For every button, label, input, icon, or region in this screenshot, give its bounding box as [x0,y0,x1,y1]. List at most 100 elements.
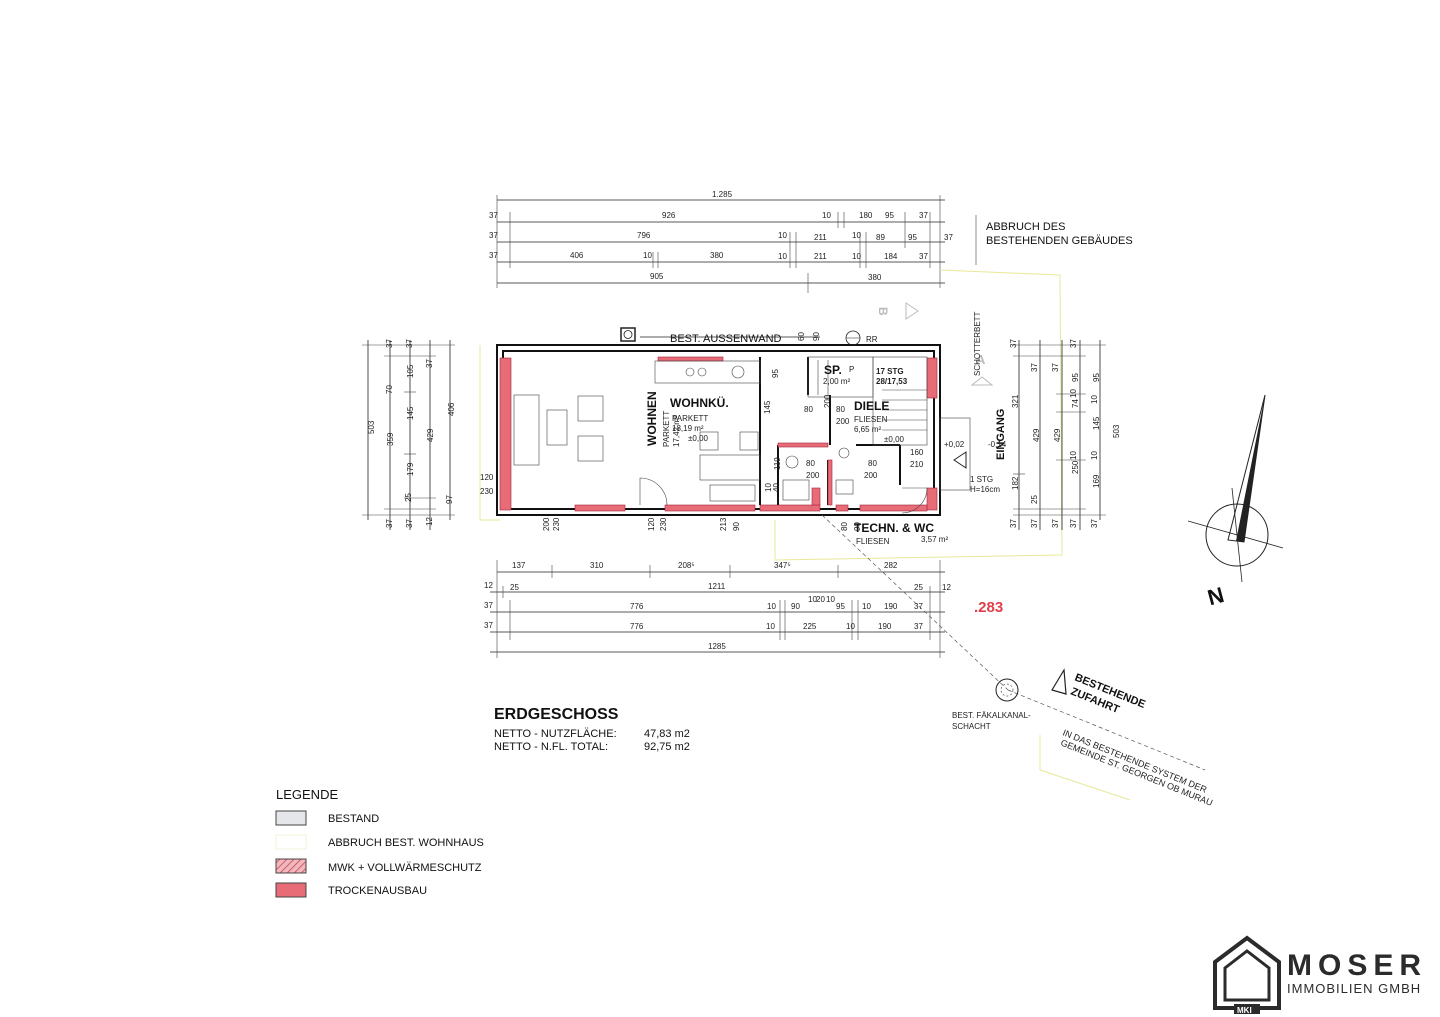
svg-text:17 STG: 17 STG [876,367,904,376]
svg-text:10: 10 [1069,451,1078,460]
legend-swatch-bestand [275,810,307,826]
demolition-note-line2: BESTEHENDEN GEBÄUDES [986,235,1133,247]
svg-text:FLIESEN: FLIESEN [856,537,890,546]
svg-text:190: 190 [878,622,892,631]
svg-text:+0,02: +0,02 [944,440,965,449]
floor-title: ERDGESCHOSS [494,706,619,723]
svg-text:90: 90 [853,522,862,531]
svg-text:1211: 1211 [708,582,726,591]
svg-text:359: 359 [386,432,395,446]
svg-text:37: 37 [489,251,498,260]
left-dimension-labels: 503 37 359 37 37 70 105 145 179 25 37 37… [367,339,456,528]
svg-text:80: 80 [868,459,877,468]
room-name-techn: TECHN. & WC [854,521,934,535]
inner-dimension-labels: 120 230 200 230 120 230 213 90 145 95 80… [480,369,924,531]
svg-text:80: 80 [806,459,815,468]
legend-title: LEGENDE [276,787,338,802]
svg-text:184: 184 [884,252,898,261]
existing-access: BESTEHENDE ZUFAHRT [1051,668,1147,716]
room-name-sp: SP. [824,363,842,377]
svg-text:120: 120 [480,473,494,482]
north-label: N [1205,582,1227,610]
svg-text:776: 776 [630,622,644,631]
summary-value-0: 47,83 m2 [644,728,690,740]
svg-text:97: 97 [445,495,454,504]
svg-text:±0,00: ±0,00 [688,434,709,443]
svg-text:37: 37 [385,519,394,528]
svg-text:90: 90 [732,522,741,531]
svg-text:503: 503 [1112,424,1121,438]
legend-label-trockenausbau: TROCKENAUSBAU [328,885,427,897]
room-name-diele: DIELE [854,399,889,413]
room-name-wohnen: WOHNEN [645,391,659,446]
north-arrow: N [1187,394,1284,610]
svg-text:208⁵: 208⁵ [678,561,695,570]
room-diele: DIELE FLIESEN 6,65 m² ±0,00 [854,399,905,444]
legend: LEGENDE BESTAND ABBRUCH BEST. WOHNHAUS M… [275,787,484,898]
svg-text:95: 95 [1092,373,1101,382]
svg-text:429: 429 [426,428,435,442]
svg-text:347⁵: 347⁵ [774,561,791,570]
svg-text:90: 90 [812,332,821,341]
legend-swatch-mwk [275,858,307,874]
sewer-label-line1: BEST. FÄKALKANAL- [952,711,1031,720]
svg-text:10: 10 [764,483,773,492]
svg-text:37: 37 [1051,519,1060,528]
svg-text:105: 105 [406,364,415,378]
svg-text:20: 20 [816,595,825,604]
svg-text:10: 10 [852,231,861,240]
svg-text:80: 80 [840,522,849,531]
right-dimension-lines [1013,340,1106,530]
downpipe-label: RR [866,335,878,344]
entrance: EINGANG +0,02 -0,14 1 STG H=16cm [939,409,1007,494]
svg-text:25: 25 [404,493,413,502]
svg-text:PARKETT: PARKETT [672,414,708,423]
svg-text:95: 95 [771,369,780,378]
svg-text:179: 179 [406,462,415,476]
svg-text:37: 37 [405,339,414,348]
svg-text:169: 169 [1092,474,1101,488]
svg-text:10: 10 [808,595,817,604]
svg-text:37: 37 [919,252,928,261]
svg-text:145: 145 [763,400,772,414]
svg-text:10: 10 [1090,451,1099,460]
room-name-eingang: EINGANG [995,409,1007,460]
svg-text:10: 10 [1069,389,1078,398]
logo-subtitle: IMMOBILIEN GMBH [1287,981,1421,996]
svg-text:1 STG: 1 STG [970,475,993,484]
svg-text:37: 37 [1051,363,1060,372]
svg-text:37: 37 [919,211,928,220]
svg-text:PARKETT: PARKETT [662,411,671,447]
svg-text:10: 10 [767,602,776,611]
section-b-marker: B [876,307,890,316]
svg-text:±0,00: ±0,00 [884,435,905,444]
left-dimension-lines [362,340,455,530]
gravel-label: SCHOTTERBETT [973,311,982,376]
svg-text:10: 10 [826,595,835,604]
svg-text:17,42 m²: 17,42 m² [672,415,681,447]
room-techn: TECHN. & WC FLIESEN 3,57 m² [854,521,948,546]
svg-text:200: 200 [864,471,878,480]
svg-text:70: 70 [385,385,394,394]
svg-text:250: 250 [1071,460,1080,474]
outer-wall-label: BEST. AUSSENWAND [670,333,782,345]
svg-text:25: 25 [510,583,519,592]
svg-text:37: 37 [425,359,434,368]
svg-text:80: 80 [804,405,813,414]
bottom-dimension-lines [490,560,945,658]
svg-text:776: 776 [630,602,644,611]
svg-text:37: 37 [484,621,493,630]
svg-text:190: 190 [884,602,898,611]
sewer-label-line2: SCHACHT [952,722,991,731]
svg-text:926: 926 [662,211,676,220]
svg-text:3,57 m²: 3,57 m² [921,535,948,544]
svg-text:25: 25 [914,583,923,592]
svg-text:180: 180 [859,211,873,220]
staircase [807,356,928,446]
room-wohnen: WOHNEN PARKETT 17,42 m² [645,391,681,447]
svg-text:18,19 m²: 18,19 m² [672,424,704,433]
legend-label-bestand: BESTAND [328,813,379,825]
svg-text:10: 10 [862,602,871,611]
svg-text:796: 796 [637,231,651,240]
